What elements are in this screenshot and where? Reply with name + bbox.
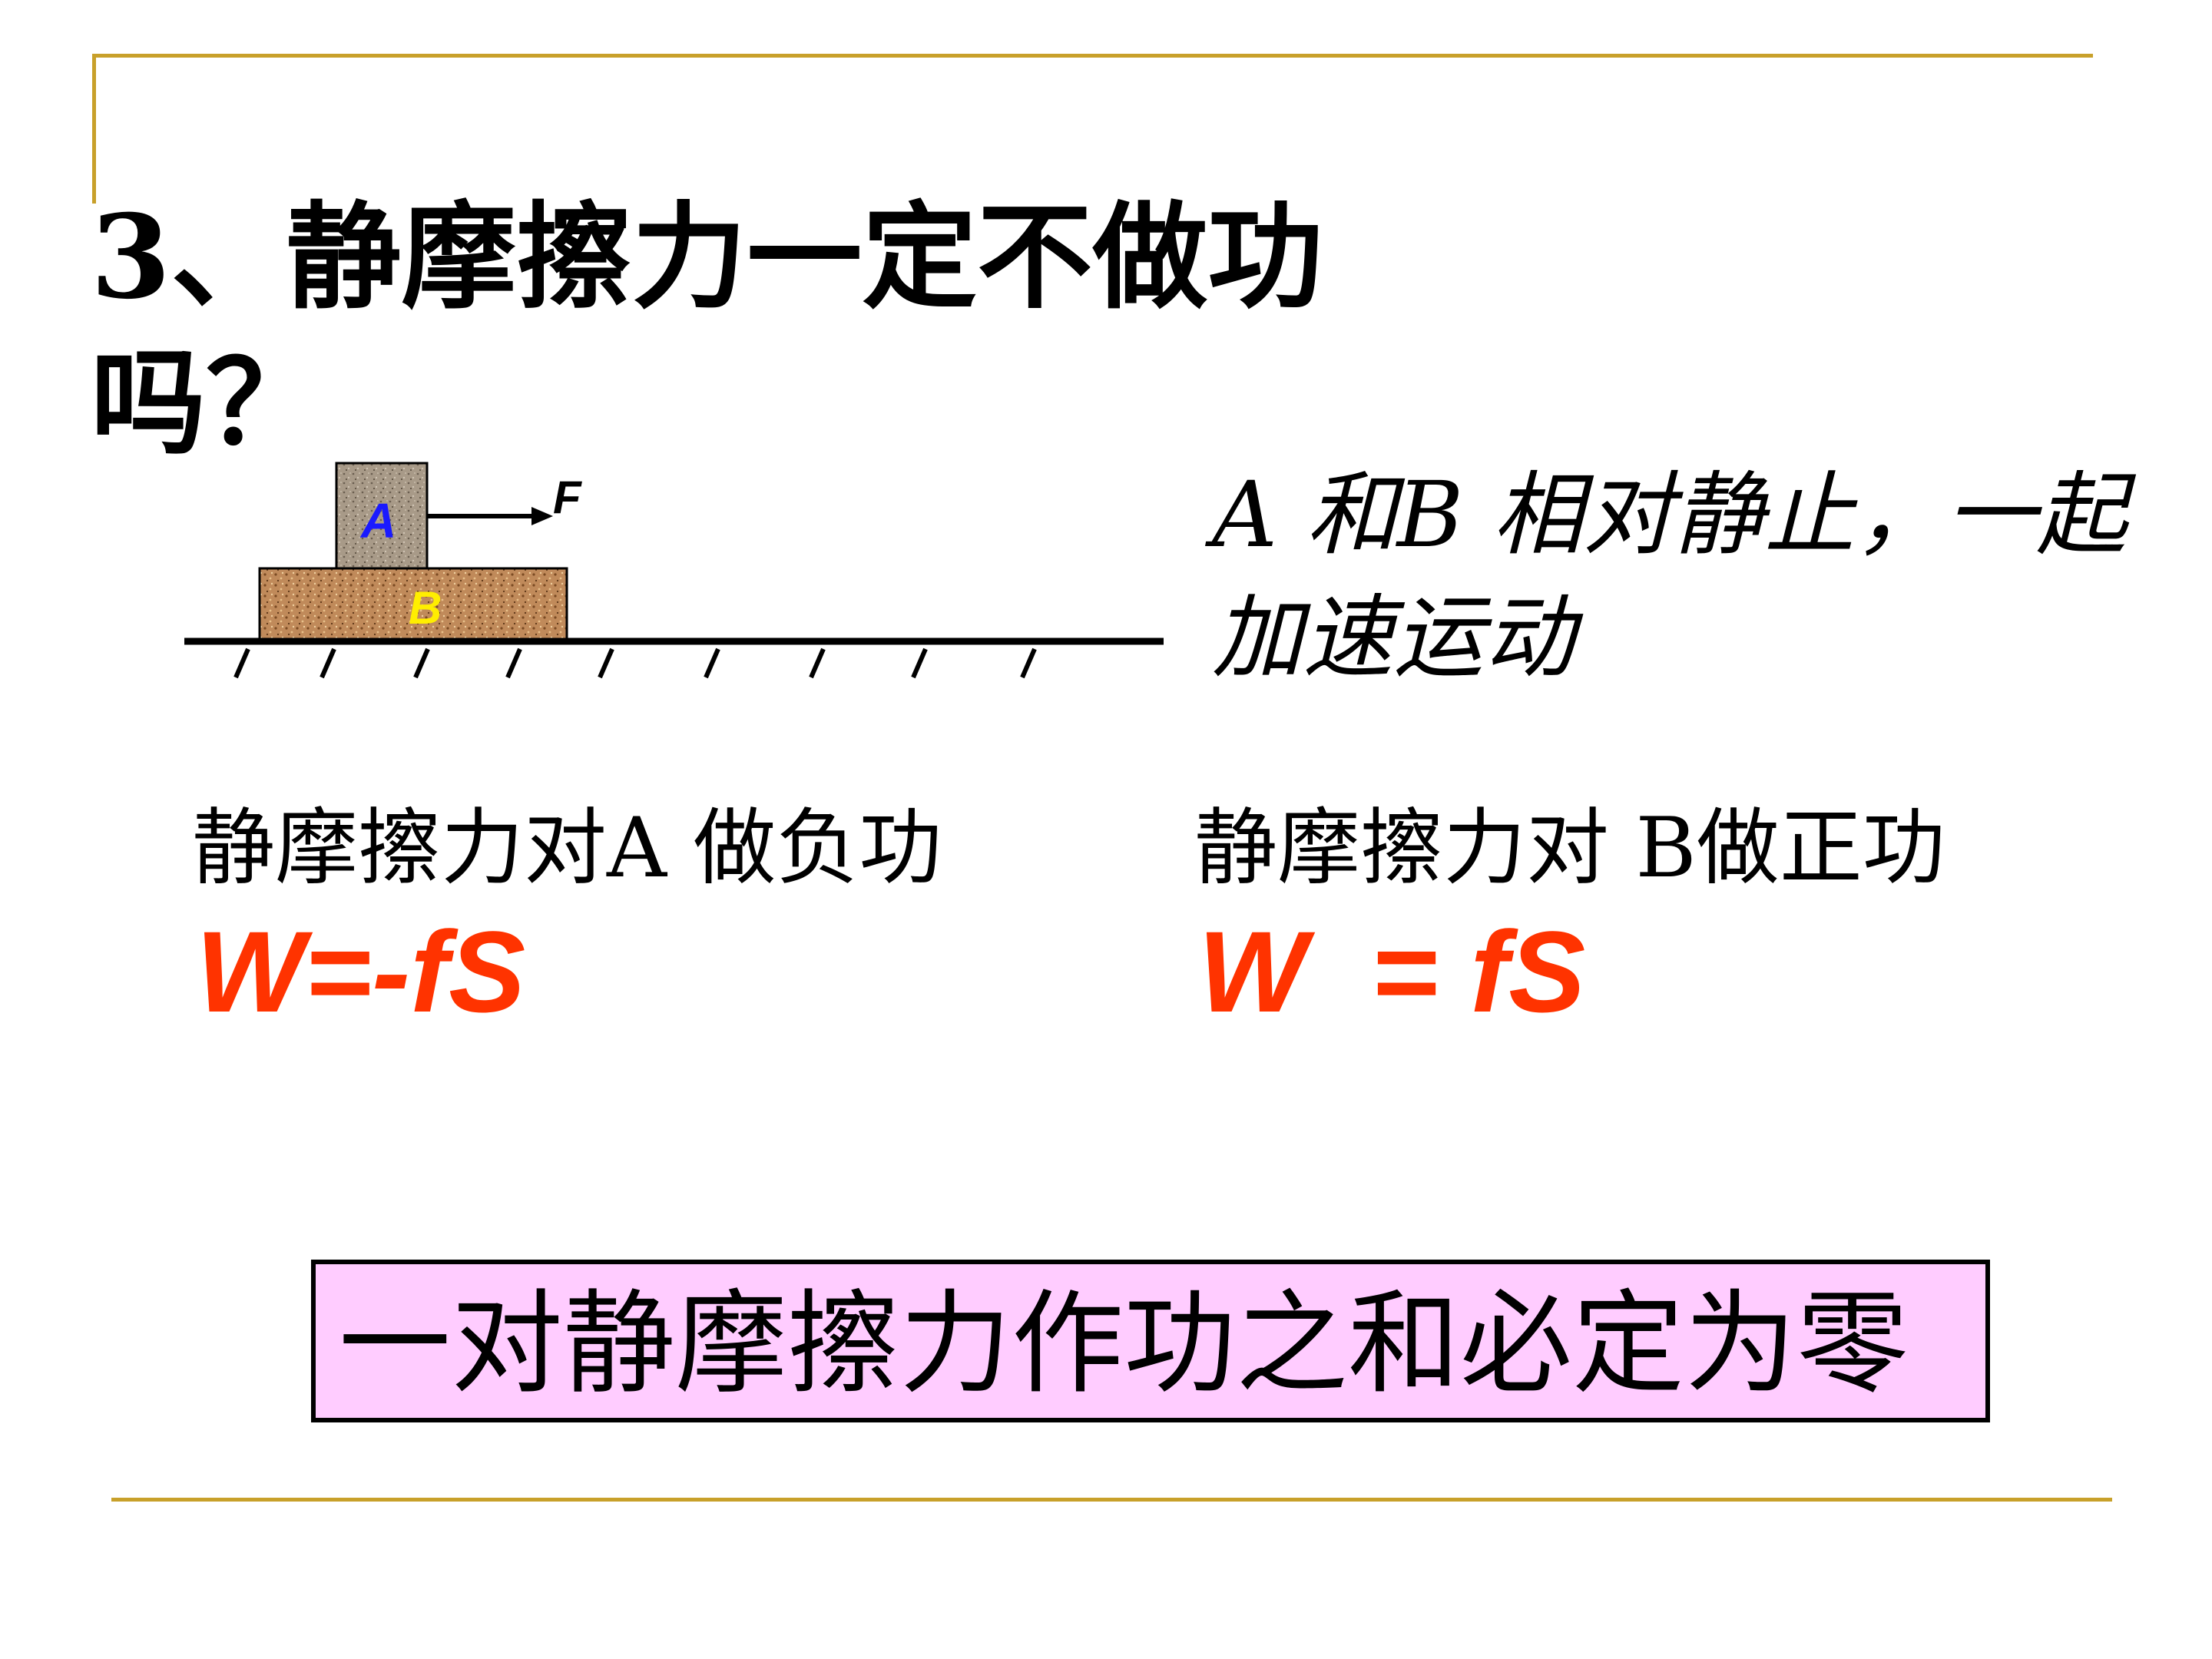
motion-description: A 和B 相对静止，一起加速运动 bbox=[1212, 462, 2127, 690]
force-label: F bbox=[553, 472, 582, 523]
left-work-label: 静摩擦力对A 做负功 bbox=[192, 800, 942, 896]
slide-title: 3、静摩擦力一定不做功吗？ bbox=[91, 190, 1323, 471]
conclusion-text: 一对静摩擦力作功之和必定为零 bbox=[339, 1279, 1909, 1409]
left-formula: W=-fS bbox=[196, 907, 526, 1036]
right-formula: W = fS bbox=[1198, 907, 1586, 1036]
block-a bbox=[335, 462, 429, 570]
left-rule bbox=[92, 54, 96, 204]
conclusion-box: 一对静摩擦力作功之和必定为零 bbox=[311, 1260, 1990, 1422]
block-a-label: A bbox=[359, 493, 396, 548]
force-arrow-head bbox=[531, 507, 553, 525]
block-b-label: B bbox=[409, 582, 442, 634]
top-rule bbox=[92, 54, 2093, 58]
ground-hatching bbox=[233, 647, 1037, 679]
block-diagram: A B F bbox=[184, 462, 1164, 679]
right-work-label: 静摩擦力对 B做正功 bbox=[1194, 800, 1945, 896]
block-b bbox=[258, 567, 568, 643]
bottom-rule bbox=[111, 1498, 2112, 1502]
